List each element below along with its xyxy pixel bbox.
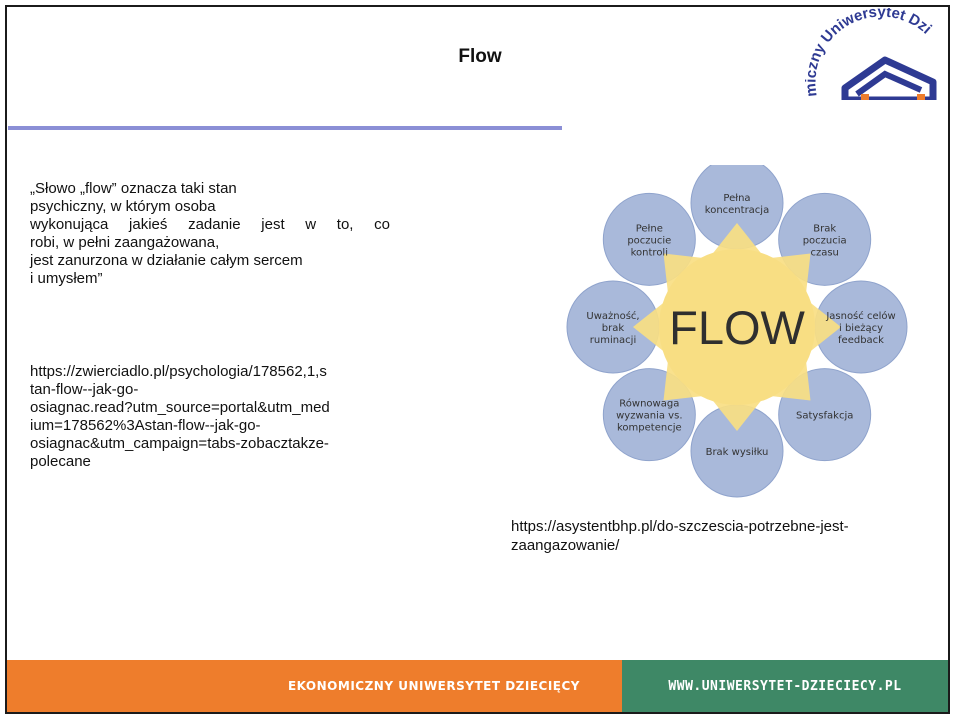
source-link-line: https://zwierciadlo.pl/psychologia/17856… <box>30 363 327 380</box>
petal-label: i bieżący <box>839 323 883 334</box>
petal-label: wyzwania vs. <box>616 411 682 422</box>
petal-label: kontroli <box>631 247 668 258</box>
logo-emblem <box>841 56 937 100</box>
footer-website[interactable]: WWW.UNIWERSYTET-DZIECIECY.PL <box>622 660 948 712</box>
slide-title: Flow <box>458 46 502 67</box>
footer-right-text: WWW.UNIWERSYTET-DZIECIECY.PL <box>668 678 902 694</box>
university-logo: micznyUniwersytetDzi <box>805 8 951 100</box>
source-link-left[interactable]: https://zwierciadlo.pl/psychologia/17856… <box>30 363 410 471</box>
flow-center-label: FLOW <box>669 301 805 354</box>
petal-label: ruminacji <box>590 335 637 346</box>
quote-line: i umysłem” <box>30 270 103 287</box>
flow-center-circle <box>659 249 815 405</box>
petal-label: feedback <box>838 335 884 346</box>
source-link-line: zaangazowanie/ <box>511 537 620 554</box>
quote-line: psychiczny, w którym osoba <box>30 198 216 215</box>
source-link-line: https://asystentbhp.pl/do-szczescia-potr… <box>511 518 849 535</box>
petal-label: Uważność, <box>586 310 639 322</box>
source-link-line: tan-flow--jak-go- <box>30 381 139 398</box>
title-divider <box>8 126 562 130</box>
petal-label: poczucie <box>627 235 671 246</box>
quote-line: „Słowo „flow” oznacza taki stan <box>30 180 237 197</box>
source-link-line: osiagnac.read?utm_source=portal&utm_med <box>30 399 330 416</box>
petal-label: Pełne <box>636 223 663 234</box>
source-link-line: osiagnac&utm_campaign=tabs-zobacztakze- <box>30 435 329 452</box>
petal-label: koncentracja <box>705 205 769 216</box>
petal-label: Brak <box>813 223 836 234</box>
petal-label: czasu <box>810 247 838 258</box>
source-link-right[interactable]: https://asystentbhp.pl/do-szczescia-potr… <box>511 517 931 555</box>
quote-line: robi, w pełni zaangażowana, <box>30 234 220 251</box>
petal-label: brak <box>602 323 625 334</box>
flow-quote: „Słowo „flow” oznacza taki stan psychicz… <box>30 180 390 288</box>
petal-label: Brak wysiłku <box>706 447 769 458</box>
footer-university-name: EKONOMICZNY UNIWERSYTET DZIECIĘCY <box>7 660 622 712</box>
petal-label: Satysfakcja <box>796 411 853 422</box>
petal-label: Jasność celów <box>825 310 895 322</box>
petal-label: poczucia <box>803 235 847 246</box>
petal-label: kompetencje <box>617 423 682 434</box>
footer-left-text: EKONOMICZNY UNIWERSYTET DZIECIĘCY <box>287 679 580 693</box>
petal-label: Pełna <box>723 193 750 204</box>
petal-label: Równowaga <box>619 398 679 410</box>
source-link-line: ium=178562%3Astan-flow--jak-go- <box>30 417 261 434</box>
source-link-line: polecane <box>30 453 91 470</box>
quote-line: jest zanurzona w działanie całym sercem <box>30 252 303 269</box>
quote-line: wykonująca jakieś zadanie jest w to, co <box>30 216 390 233</box>
